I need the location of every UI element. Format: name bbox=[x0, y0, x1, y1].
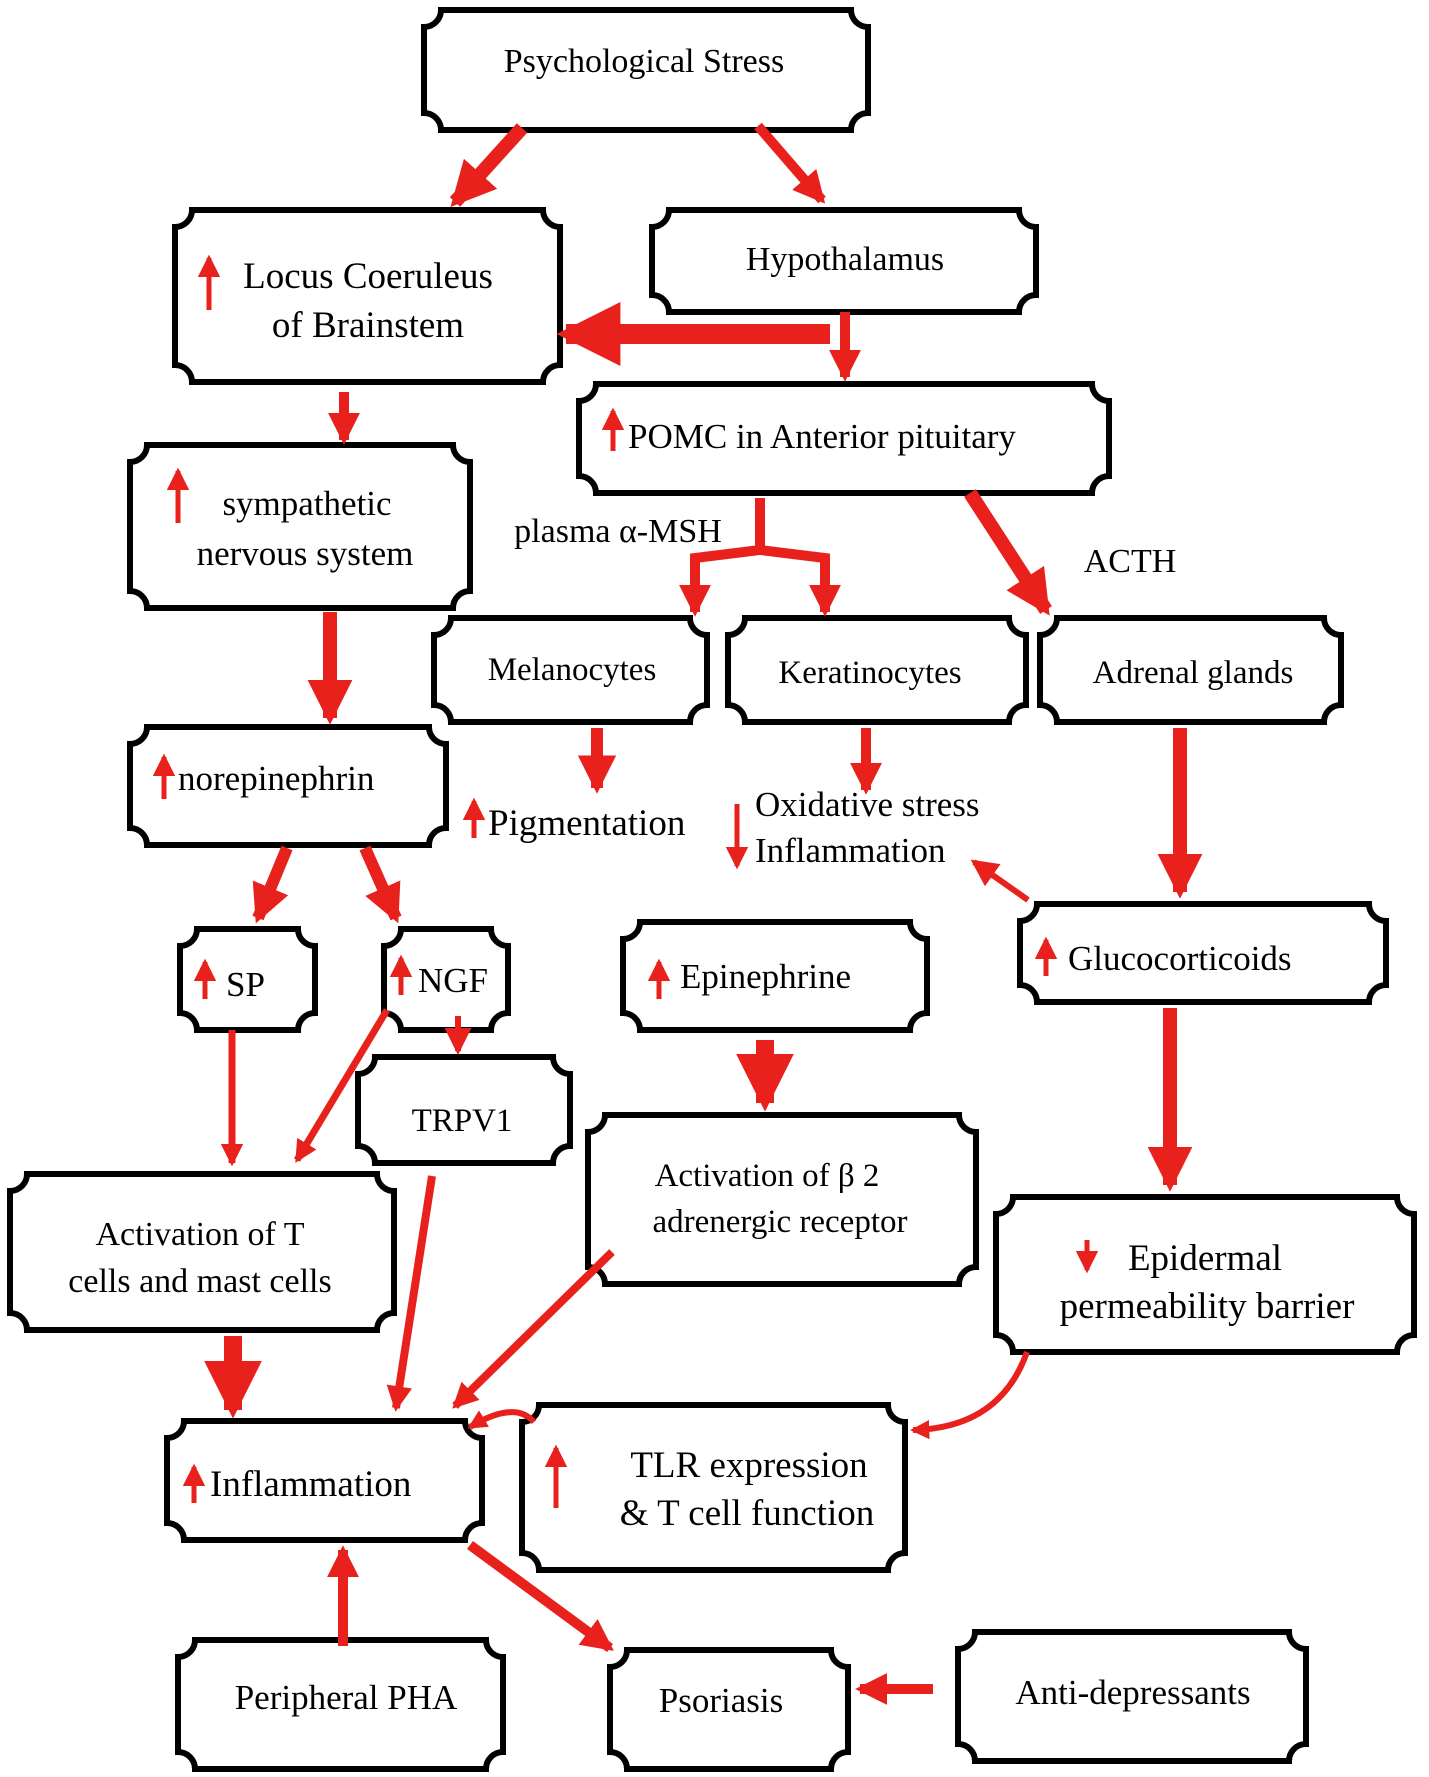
locus-box-label-2: of Brainstem bbox=[272, 305, 464, 346]
node-boxes bbox=[7, 7, 1417, 1772]
norepinephrine-box bbox=[127, 724, 449, 848]
tlr-box-label-2: & T cell function bbox=[620, 1493, 875, 1534]
arrow-stress-to-locus bbox=[449, 123, 528, 207]
arrow-norepinephrine-to-ngf bbox=[359, 845, 402, 924]
antidepressants-box bbox=[955, 1629, 1309, 1764]
node-labels: Psychological Stress Hypothalamus Locus … bbox=[68, 43, 1354, 1720]
arrow-inflammation-to-psoriasis bbox=[467, 1540, 614, 1653]
stress-box-label: Psychological Stress bbox=[504, 43, 784, 80]
barrier-box-label-1: Epidermal bbox=[1128, 1238, 1282, 1279]
beta2-box-label-1: Activation of β 2 bbox=[655, 1158, 880, 1194]
pha-box bbox=[175, 1637, 506, 1772]
beta2-box-label-2: adrenergic receptor bbox=[653, 1204, 908, 1240]
keratinocytes-box-label: Keratinocytes bbox=[778, 655, 961, 691]
hypothalamus-box bbox=[649, 207, 1039, 315]
melanocytes-box-label: Melanocytes bbox=[488, 652, 657, 688]
pomc-box-label: POMC in Anterior pituitary bbox=[628, 417, 1016, 456]
tlr-box-label-1: TLR expression bbox=[630, 1445, 867, 1486]
sympathetic-box bbox=[127, 442, 473, 611]
connector-arrows bbox=[204, 122, 1203, 1706]
trpv1-box-label: TRPV1 bbox=[412, 1103, 513, 1139]
inflammation-box-label: Inflammation bbox=[210, 1464, 411, 1505]
arrow-trpv1-to-inflammation bbox=[386, 1175, 436, 1412]
locus-box bbox=[172, 207, 563, 385]
sympathetic-box-label-1: sympathetic bbox=[222, 484, 391, 523]
adrenal-box bbox=[1037, 615, 1344, 725]
beta2-box bbox=[585, 1112, 979, 1287]
tcells-box-label-1: Activation of T bbox=[96, 1216, 305, 1253]
ngf-box-label: NGF bbox=[418, 961, 488, 1000]
barrier-box bbox=[993, 1194, 1417, 1355]
arrow-pomc-to-adrenal bbox=[964, 489, 1052, 616]
arrow-ngf-to-tcells bbox=[293, 1008, 391, 1163]
acth-label: ACTH bbox=[1084, 543, 1177, 580]
oxidative-label-1: Oxidative stress bbox=[755, 785, 980, 824]
psoriasis-box bbox=[607, 1647, 851, 1772]
barrier-box-label-2: permeability barrier bbox=[1060, 1286, 1355, 1327]
arrow-norepinephrine-to-sp bbox=[252, 845, 293, 924]
adrenal-box-label: Adrenal glands bbox=[1093, 655, 1294, 691]
ngf-box bbox=[381, 926, 511, 1033]
epinephrine-box bbox=[620, 919, 930, 1033]
sp-box bbox=[177, 926, 318, 1033]
tcells-box-label-2: cells and mast cells bbox=[68, 1263, 331, 1300]
antidepressants-box-label: Anti-depressants bbox=[1015, 1673, 1250, 1712]
arrow-tlr-to-inflammation bbox=[467, 1409, 537, 1430]
inflammation-box bbox=[164, 1418, 485, 1543]
norepinephrine-box-label: norepinephrin bbox=[178, 759, 374, 798]
glucocorticoids-box bbox=[1017, 901, 1389, 1005]
stress-box bbox=[421, 7, 871, 133]
trpv1-box bbox=[355, 1054, 573, 1166]
locus-box-label-1: Locus Coeruleus bbox=[243, 256, 493, 297]
arrow-beta2-to-inflammation bbox=[452, 1249, 615, 1409]
oxidative-label-2: Inflammation bbox=[755, 831, 946, 870]
arrow-msh-to-keratinocytes bbox=[755, 498, 842, 617]
glucocorticoids-box-label: Glucocorticoids bbox=[1068, 939, 1292, 978]
pigmentation-label: Pigmentation bbox=[488, 803, 685, 844]
psoriasis-box-label: Psoriasis bbox=[659, 1681, 783, 1720]
change-indicators bbox=[152, 254, 1099, 1508]
sympathetic-box-label-2: nervous system bbox=[197, 534, 414, 573]
arrow-glucocorticoids-to-inflammation bbox=[970, 859, 1030, 903]
epinephrine-box-label: Epinephrine bbox=[680, 957, 851, 996]
sp-box-label: SP bbox=[226, 965, 265, 1004]
tcells-box bbox=[7, 1171, 397, 1333]
tlr-box bbox=[519, 1402, 908, 1573]
msh-label: plasma α-MSH bbox=[514, 513, 722, 550]
arrow-barrier-to-tlr bbox=[910, 1350, 1030, 1440]
keratinocytes-box bbox=[725, 615, 1029, 725]
arrow-stress-to-hypothalamus bbox=[754, 122, 826, 204]
melanocytes-box bbox=[431, 615, 710, 725]
pha-box-label: Peripheral PHA bbox=[235, 1678, 458, 1717]
hypothalamus-box-label: Hypothalamus bbox=[746, 241, 944, 278]
pomc-box bbox=[576, 381, 1112, 496]
